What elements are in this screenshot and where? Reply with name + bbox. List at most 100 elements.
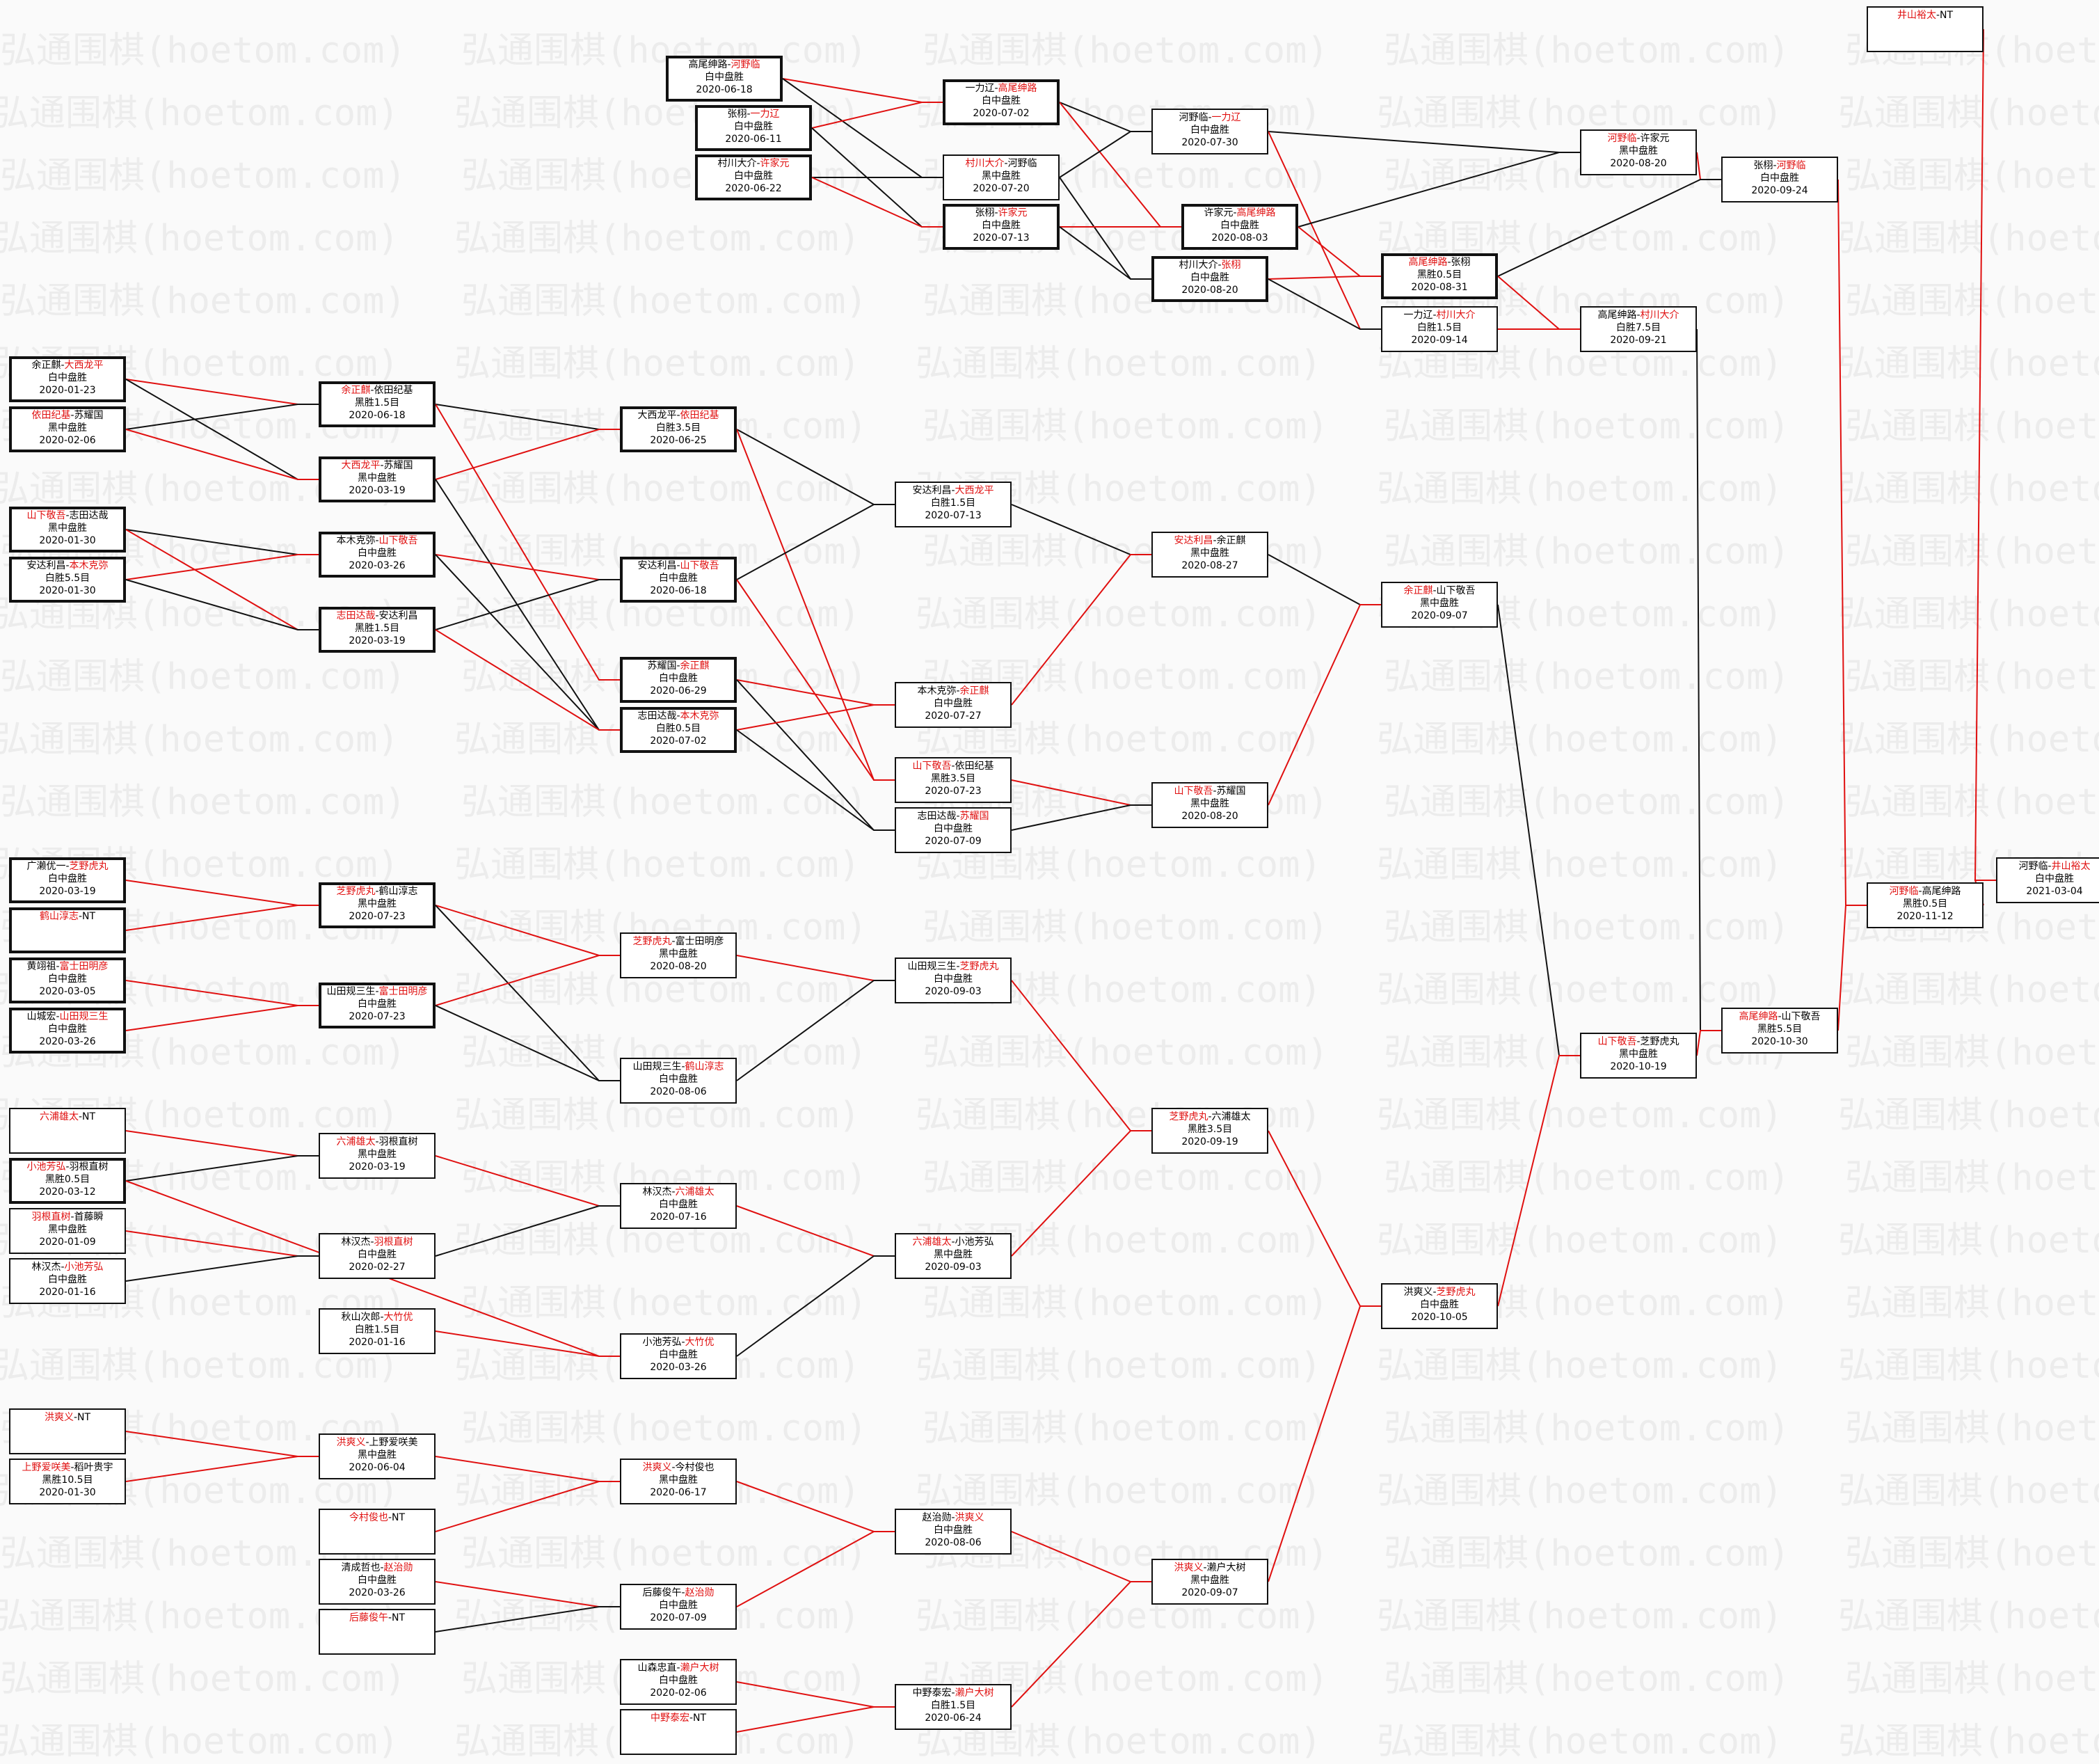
match-result: 白胜1.5目 xyxy=(1416,322,1462,333)
bracket-link-black xyxy=(1059,102,1151,132)
match-box[interactable]: 今村俊也-NT xyxy=(319,1509,436,1555)
player-1: 余正麒 xyxy=(341,385,371,396)
player-1: 张栩 xyxy=(975,207,995,218)
bracket-link-red xyxy=(1011,1531,1151,1582)
player-2: 一力辽 xyxy=(1211,112,1241,123)
match-result: 黑中盘胜 xyxy=(358,898,397,909)
vs-dash: - xyxy=(65,861,70,872)
vs-dash: - xyxy=(1213,786,1217,797)
player-2: NT xyxy=(82,1111,96,1122)
vs-dash: - xyxy=(994,83,998,94)
vs-dash: - xyxy=(1432,310,1437,321)
match-players: 山森忠直-濑户大树 xyxy=(621,1662,735,1674)
player-2: NT xyxy=(77,1412,91,1423)
match-box[interactable]: 洪爽义-NT xyxy=(9,1408,126,1454)
match-box[interactable]: 井山裕太-NT xyxy=(1867,6,1984,52)
vs-dash: - xyxy=(951,485,955,496)
player-2: 苏耀国 xyxy=(959,811,989,822)
match-date: 2020-02-06 xyxy=(39,435,96,446)
bracket-link-red xyxy=(811,102,943,129)
player-2: 苏耀国 xyxy=(74,410,104,421)
match-result: 白中盘胜 xyxy=(934,823,973,834)
player-1: 余正麒 xyxy=(31,360,61,371)
vs-dash: - xyxy=(951,1512,955,1523)
vs-dash: - xyxy=(380,1562,384,1573)
bracket-link-red xyxy=(1974,29,1996,881)
match-box[interactable]: 六浦雄太-NT xyxy=(9,1108,126,1154)
match-players: 山城宏-山田规三生 xyxy=(12,1010,123,1023)
match-date: 2020-02-06 xyxy=(650,1687,707,1699)
match-box[interactable]: 后藤俊午-NT xyxy=(319,1609,436,1655)
match-result: 白胜1.5目 xyxy=(930,1700,976,1711)
match-players: 中野泰宏-NT xyxy=(621,1712,735,1724)
match-box[interactable]: 鹤山淳志-NT xyxy=(9,907,126,953)
match-box[interactable]: 中野泰宏-NT xyxy=(620,1709,737,1755)
